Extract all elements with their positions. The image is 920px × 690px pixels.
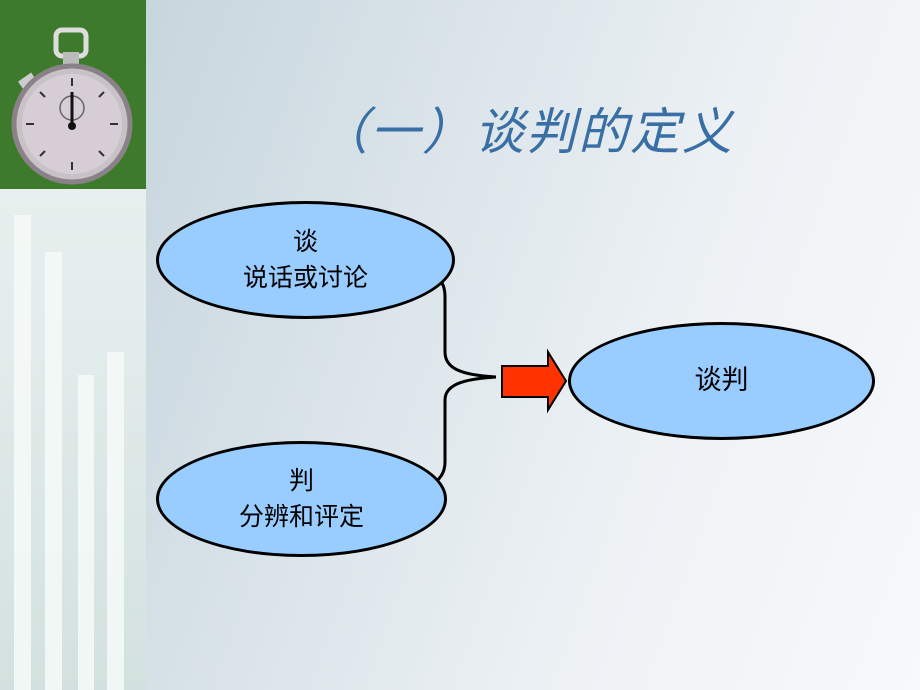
- node-tan: 谈 说话或讨论: [156, 201, 455, 319]
- decorative-bar: [45, 252, 62, 690]
- left-decoration-panel: [0, 0, 146, 690]
- node-result: 谈判: [568, 322, 875, 440]
- decorative-bar: [14, 215, 31, 690]
- decorative-bar: [107, 352, 124, 690]
- slide-title: （一）谈判的定义: [318, 103, 734, 161]
- stopwatch-image: [0, 0, 146, 189]
- node-pan: 判 分辨和评定: [156, 441, 447, 557]
- stopwatch-icon: [0, 0, 146, 189]
- node-tan-char: 谈: [292, 227, 318, 256]
- node-tan-meaning: 说话或讨论: [242, 263, 368, 292]
- decorative-bar: [78, 375, 94, 690]
- node-pan-meaning: 分辨和评定: [238, 502, 364, 531]
- node-pan-char: 判: [288, 466, 314, 495]
- node-result-label: 谈判: [694, 365, 749, 396]
- right-arrow-icon: [501, 348, 568, 414]
